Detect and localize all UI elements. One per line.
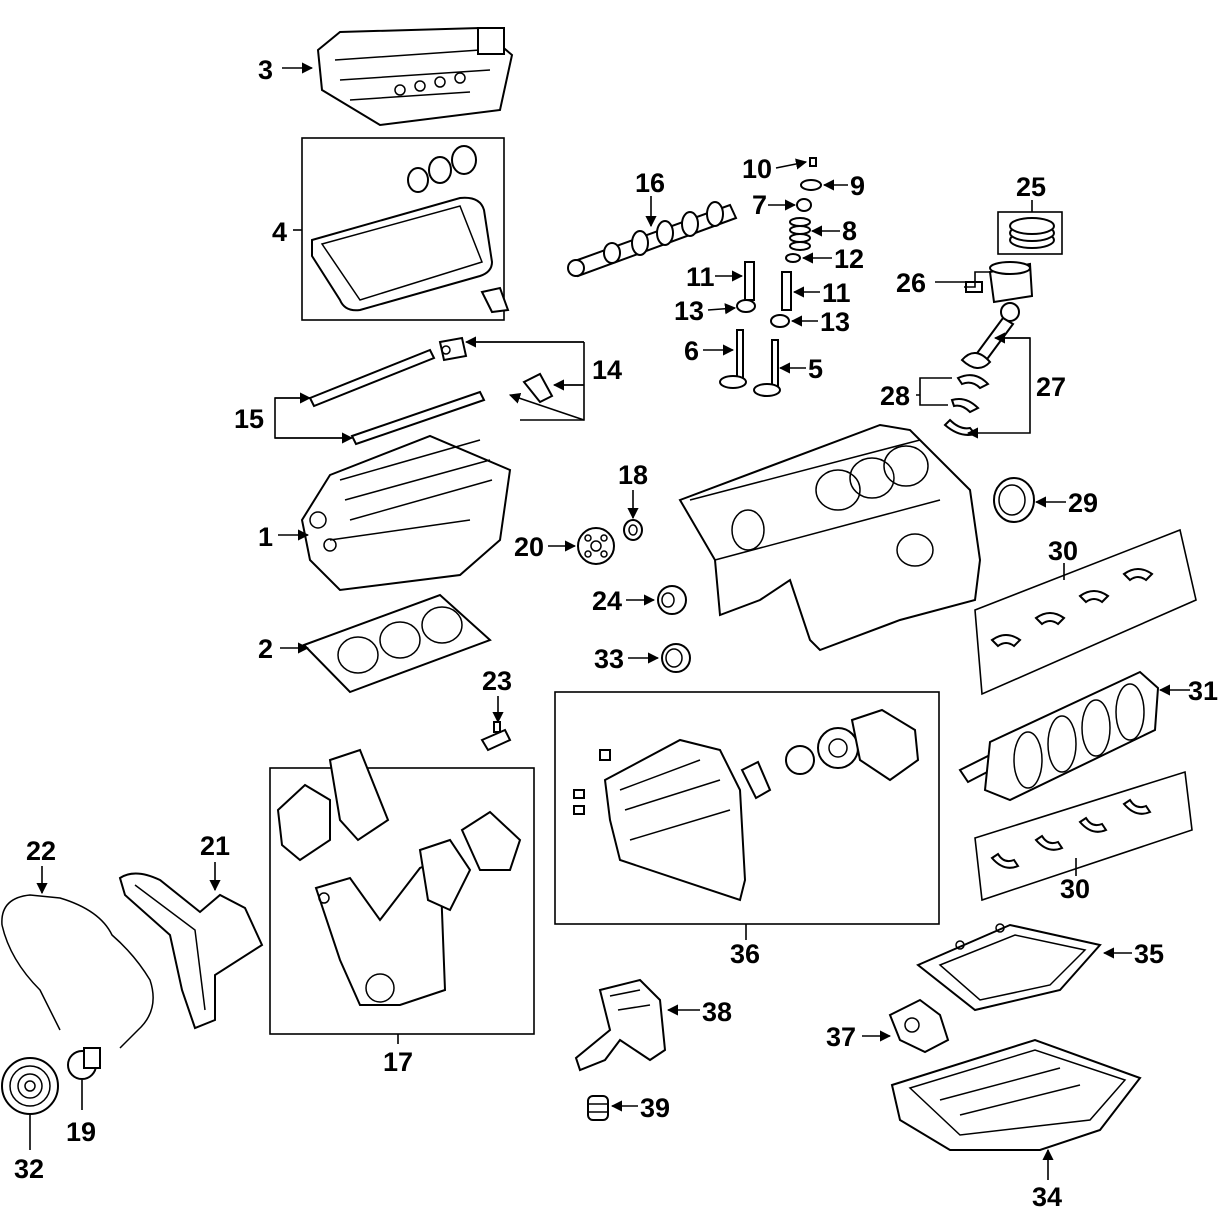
callout-24: 24	[592, 586, 622, 616]
callout-11-left: 11	[686, 262, 715, 292]
callout-31: 31	[1188, 676, 1218, 706]
callout-33: 33	[594, 644, 624, 674]
callout-26: 26	[896, 268, 926, 298]
part-28-rod-bearings	[943, 374, 990, 436]
callout-13-right: 13	[820, 307, 850, 337]
callout-13-left: 13	[674, 296, 704, 326]
callout-23: 23	[482, 666, 512, 696]
part-10-keeper	[809, 157, 817, 167]
callout-38: 38	[702, 997, 732, 1027]
part-8-valve-spring	[789, 217, 811, 251]
part-11-valve-guide-left	[744, 261, 755, 301]
part-32-crank-pulley	[1, 1057, 59, 1115]
part-36-front-cover-kit	[554, 691, 940, 925]
callout-30-upper: 30	[1048, 536, 1078, 566]
callout-2: 2	[258, 634, 273, 664]
part-12-spring-seat	[785, 253, 801, 263]
callout-5: 5	[808, 354, 823, 384]
part-26-piston	[965, 261, 1034, 304]
callout-8: 8	[842, 216, 857, 246]
part-9-retainer	[800, 179, 822, 191]
part-3-valve-cover	[316, 26, 514, 127]
part-38-oil-pickup	[574, 978, 667, 1072]
callout-30-lower: 30	[1060, 874, 1090, 904]
part-22-timing-chain	[1, 894, 154, 1049]
part-20-sprocket	[577, 527, 615, 565]
part-39-screen	[587, 1095, 609, 1121]
callout-17: 17	[383, 1047, 413, 1077]
part-30-main-bearings-upper	[974, 528, 1197, 696]
part-31-crankshaft	[958, 670, 1160, 802]
callout-34: 34	[1032, 1182, 1062, 1212]
part-19-idler	[67, 1047, 101, 1080]
part-18-seal	[623, 519, 643, 541]
part-30-main-bearings-lower	[974, 770, 1193, 902]
callout-32: 32	[14, 1154, 44, 1184]
callout-12: 12	[834, 244, 864, 274]
callout-10: 10	[742, 154, 772, 184]
callout-4: 4	[272, 217, 287, 247]
part-34-lower-oil-pan	[890, 1038, 1142, 1151]
leader-13a	[707, 303, 737, 315]
part-25-piston-rings	[997, 211, 1063, 255]
callout-3: 3	[258, 55, 273, 85]
leader-14c	[508, 392, 585, 421]
part-11-valve-guide-right	[781, 271, 792, 311]
part-29-rear-seal	[993, 477, 1035, 523]
part-14-rocker-arms	[438, 286, 554, 404]
callout-28: 28	[880, 381, 910, 411]
callout-1: 1	[258, 522, 273, 552]
part-35-upper-oil-pan	[916, 923, 1102, 1012]
part-2-head-gasket	[302, 593, 492, 694]
part-27-connecting-rod	[960, 302, 1020, 369]
part-21-timing-belt	[118, 872, 264, 1030]
callout-14: 14	[592, 355, 622, 385]
part-4-gasket-kit	[301, 137, 505, 321]
part-37-pan-gasket	[888, 998, 950, 1054]
part-engine-block	[678, 423, 982, 652]
part-33-seal	[661, 643, 691, 673]
callout-39: 39	[640, 1093, 670, 1123]
leader-28	[916, 377, 952, 406]
part-5-intake-valve	[753, 339, 781, 397]
part-17-timing-covers	[269, 748, 535, 1035]
part-16-camshaft	[567, 201, 738, 278]
callout-20: 20	[514, 532, 544, 562]
callout-27: 27	[1036, 372, 1066, 402]
part-1-cylinder-head	[300, 434, 512, 592]
callout-9: 9	[850, 171, 865, 201]
callout-16: 16	[635, 168, 665, 198]
callout-18: 18	[618, 460, 648, 490]
part-13-valve-seal-right	[770, 314, 790, 328]
callout-15: 15	[234, 404, 264, 434]
callout-36: 36	[730, 939, 760, 969]
callout-7: 7	[752, 190, 767, 220]
callout-11-right: 11	[822, 278, 851, 308]
callout-29: 29	[1068, 488, 1098, 518]
callout-6: 6	[684, 336, 699, 366]
callout-19: 19	[66, 1117, 96, 1147]
part-13-valve-seal-left	[736, 299, 756, 313]
callout-35: 35	[1134, 939, 1164, 969]
callout-37: 37	[826, 1022, 856, 1052]
part-15-rocker-shafts	[308, 348, 486, 446]
leader-26	[935, 271, 990, 288]
part-24-seal	[657, 585, 687, 615]
part-23-sensor	[480, 721, 512, 752]
part-7-seal	[796, 198, 812, 212]
leader-10	[775, 158, 808, 170]
callout-21: 21	[200, 831, 230, 861]
callout-22: 22	[26, 836, 56, 866]
part-6-exhaust-valve	[719, 329, 747, 389]
callout-25: 25	[1016, 172, 1046, 202]
